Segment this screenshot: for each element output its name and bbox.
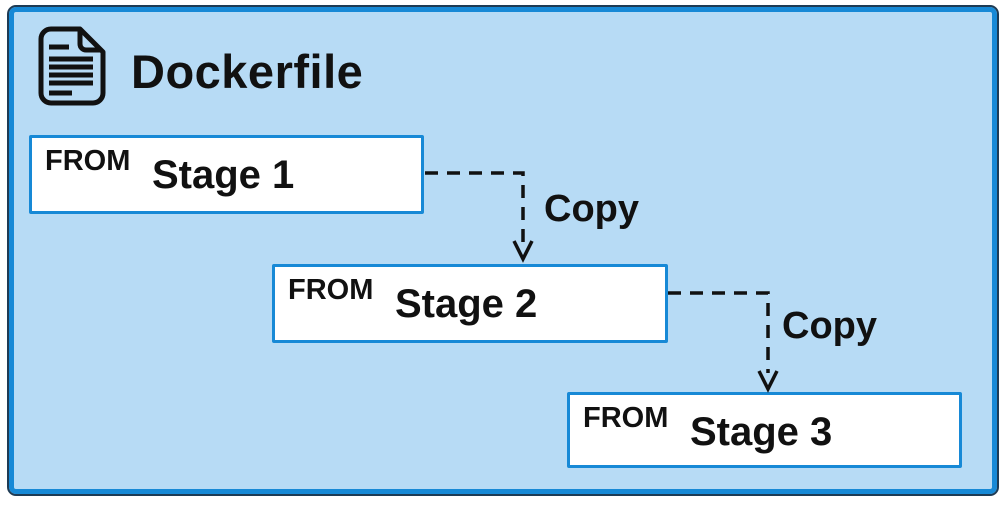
from-keyword: FROM — [45, 145, 131, 177]
stage-box-3: FROM Stage 3 — [567, 392, 962, 468]
stage-label: Stage 2 — [395, 282, 538, 326]
stage-label: Stage 1 — [152, 153, 295, 197]
from-keyword: FROM — [288, 274, 374, 306]
stage-box-1: FROM Stage 1 — [29, 135, 424, 214]
copy-arrow-1-label: Copy — [544, 188, 639, 230]
diagram-title: Dockerfile — [131, 45, 364, 98]
from-keyword: FROM — [583, 402, 669, 434]
stage-label: Stage 3 — [690, 410, 833, 454]
stage-box-2: FROM Stage 2 — [272, 264, 668, 343]
copy-arrow-2-label: Copy — [782, 305, 877, 347]
document-icon — [38, 26, 106, 106]
